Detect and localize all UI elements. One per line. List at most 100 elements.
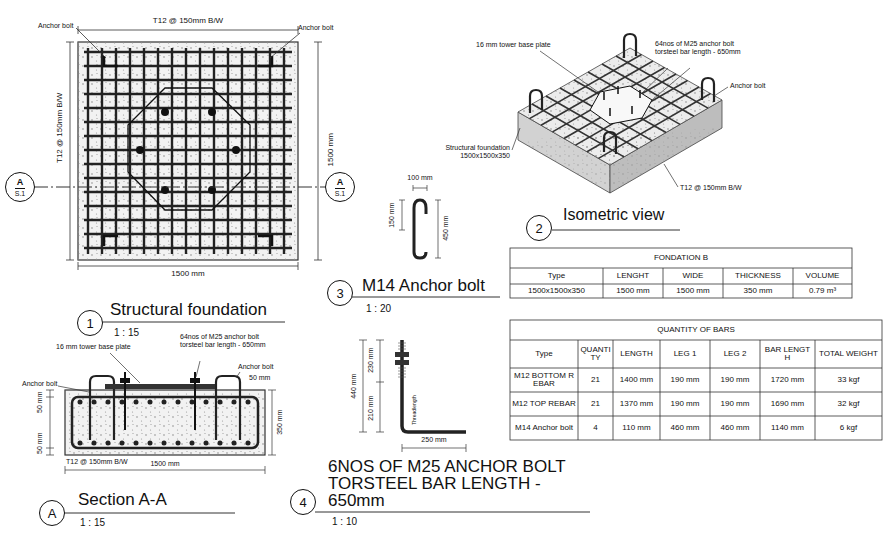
drawing-label: 1500 mm	[150, 460, 179, 468]
dimension-text: 450 mm	[443, 215, 451, 240]
table-cell: 190 mm	[660, 392, 710, 416]
dimension-text: 150 mm	[389, 202, 397, 227]
dimension-text: 230 mm	[368, 347, 376, 372]
drawing-label: Anchor bolt	[22, 380, 57, 388]
table-cell: TOTAL WEIGHT	[815, 340, 882, 368]
drawing-label: 100 mm	[407, 174, 432, 182]
table-cell: FONDATION B	[510, 248, 852, 268]
table-cell: LENGHT	[603, 268, 663, 284]
table-cell: 460 mm	[660, 416, 710, 440]
table-cell: 4	[578, 416, 613, 440]
drawing-label: Anchor bolt	[298, 24, 333, 32]
table-cell: 1500 mm	[603, 284, 663, 298]
drawing-label: Section A-A	[78, 490, 167, 510]
section-letter: A	[17, 178, 24, 187]
plan-view	[34, 26, 326, 322]
drawing-label: T12 @ 150mm B/W	[66, 458, 128, 466]
data-tables	[510, 248, 882, 440]
callout-number: 1	[86, 317, 93, 330]
drawing-label: 1 : 15	[80, 517, 105, 529]
callout-circle: 1	[77, 310, 103, 336]
drawing-label: 1 : 20	[366, 303, 391, 315]
drawing-label: 64nos of M25 anchor bolt torsteel bar le…	[180, 333, 275, 350]
table-cell: 110 mm	[613, 416, 660, 440]
drawing-label: Anchor bolt	[730, 82, 765, 90]
dimension-text: 50 mm	[36, 391, 44, 412]
drawing-label: 16 mm tower base plate	[476, 41, 551, 49]
isometric-view	[512, 34, 728, 230]
table-cell: 460 mm	[710, 416, 760, 440]
callout-circle: 4	[290, 489, 316, 515]
drawing-label: 1 : 10	[332, 516, 357, 528]
dimension-text: 210 mm	[368, 395, 376, 420]
table-cell: Type	[510, 340, 578, 368]
table-cell: 1370 mm	[613, 392, 660, 416]
drawing-label: T12 @ 150mm B/W	[153, 16, 223, 26]
table-cell: 190 mm	[710, 368, 760, 392]
table-cell: 21	[578, 392, 613, 416]
callout-number: 2	[535, 222, 542, 235]
table-cell: QUANTITY OF BARS	[510, 320, 882, 340]
drawing-label: 6NOS OF M25 ANCHOR BOLT TORSTEEL BAR LEN…	[328, 458, 598, 509]
callout-number: 4	[299, 496, 306, 509]
drawing-label: T12 @ 150mm B/W	[680, 184, 742, 192]
table-cell: 32 kgf	[815, 392, 882, 416]
table-cell: BAR LENGTH	[760, 340, 815, 368]
dimension-text: T12 @ 150mm B/W	[55, 93, 65, 163]
table-cell: 1140 mm	[760, 416, 815, 440]
table-cell: 350 mm	[723, 284, 793, 298]
table-cell: M12 TOP REBAR	[510, 392, 578, 416]
table-cell: 0.79 m³	[793, 284, 852, 298]
drawing-label: 64nos of M25 anchor bolt torsteel bar le…	[655, 40, 750, 57]
dimension-text: 440 mm	[351, 373, 359, 398]
drawing-label: M14 Anchor bolt	[362, 276, 485, 296]
dimension-text: Threadlength	[411, 395, 417, 424]
table-cell: VOLUME	[793, 268, 852, 284]
section-view	[46, 353, 276, 513]
dimension-text: 50 mm	[36, 432, 44, 453]
table-cell: 6 kgf	[815, 416, 882, 440]
table-cell: M12 BOTTOM REBAR	[510, 368, 578, 392]
dimension-text: 1500 mm	[326, 133, 336, 166]
table-cell: THICKNESS	[723, 268, 793, 284]
sheet-reference: S.1	[15, 188, 26, 197]
sheet-reference: S.1	[335, 188, 346, 197]
table-cell: 1400 mm	[613, 368, 660, 392]
callout-circle: A	[39, 500, 65, 526]
table-cell: 33 kgf	[815, 368, 882, 392]
drawing-label: 1500 mm	[171, 269, 204, 279]
table-cell: M14 Anchor bolt	[510, 416, 578, 440]
callout-circle: 3	[327, 280, 353, 306]
table-cell: Type	[510, 268, 603, 284]
drawing-label: 50 mm	[249, 374, 270, 382]
table-cell: 1720 mm	[760, 368, 815, 392]
drawing-label: Isometric view	[563, 205, 664, 224]
drawing-label: Structural foundation	[110, 300, 267, 320]
section-letter: A	[337, 178, 344, 187]
table-cell: 1500x1500x350	[510, 284, 603, 298]
drawing-label: 16 mm tower base plate	[56, 343, 131, 351]
dimension-text: 350 mm	[277, 409, 285, 434]
callout-number: 3	[336, 287, 343, 300]
table-cell: 21	[578, 368, 613, 392]
drawing-label: 250 mm	[421, 436, 446, 444]
section-marker: AS.1	[325, 172, 355, 202]
drawing-label: Anchor bolt	[238, 363, 273, 371]
drawing-label: Structural foundation 1500x1500x350	[425, 144, 510, 161]
table-cell: QUANTITY	[578, 340, 613, 368]
section-marker: AS.1	[5, 172, 35, 202]
callout-number: A	[48, 507, 57, 520]
table-cell: 190 mm	[710, 392, 760, 416]
m14-bolt-detail	[352, 185, 500, 297]
callout-circle: 2	[526, 215, 552, 241]
table-cell: 190 mm	[660, 368, 710, 392]
table-cell: 1500 mm	[663, 284, 723, 298]
table-cell: 1690 mm	[760, 392, 815, 416]
drawing-label: 1 : 15	[114, 327, 139, 339]
table-cell: LEG 2	[710, 340, 760, 368]
table-cell: LEG 1	[660, 340, 710, 368]
table-cell: WIDE	[663, 268, 723, 284]
table-cell: LENGTH	[613, 340, 660, 368]
